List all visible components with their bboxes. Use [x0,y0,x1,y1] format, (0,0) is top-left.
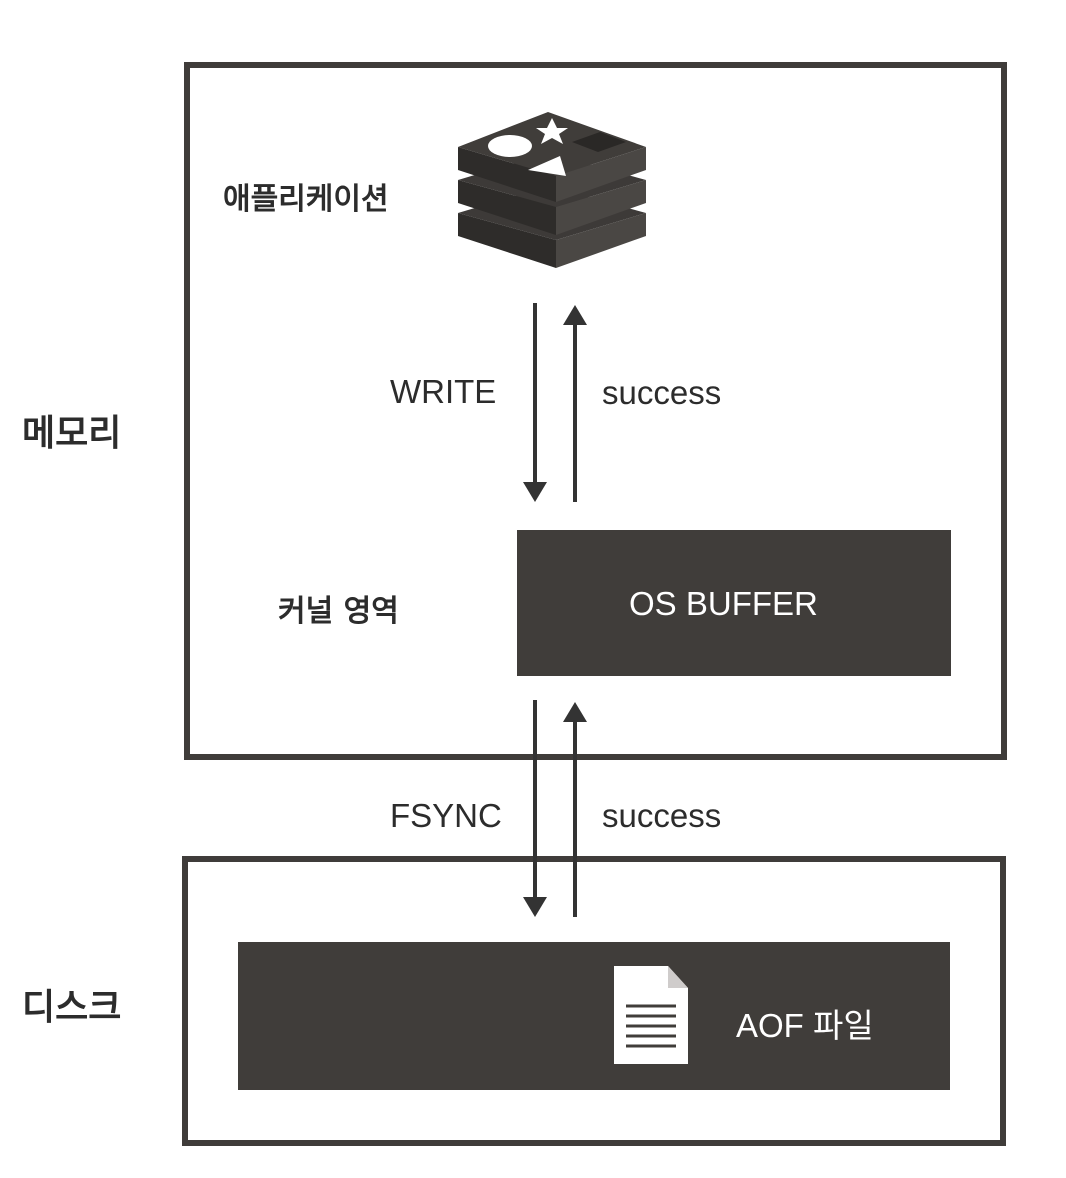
aof-file-block: AOF 파일 [238,942,950,1090]
os-buffer-block: OS BUFFER [517,530,951,676]
kernel-area-label: 커널 영역 [278,594,399,629]
disk-label: 디스크 [22,987,122,1028]
memory-label: 메모리 [22,413,122,454]
write-success-label: success [602,374,722,411]
aof-file-label: AOF 파일 [736,1007,874,1044]
write-label: WRITE [390,373,497,410]
fsync-success-label: success [602,797,722,834]
os-buffer-label: OS BUFFER [629,585,818,622]
document-icon [614,966,688,1064]
fsync-label: FSYNC [390,797,502,834]
application-label: 애플리케이션 [223,182,389,217]
